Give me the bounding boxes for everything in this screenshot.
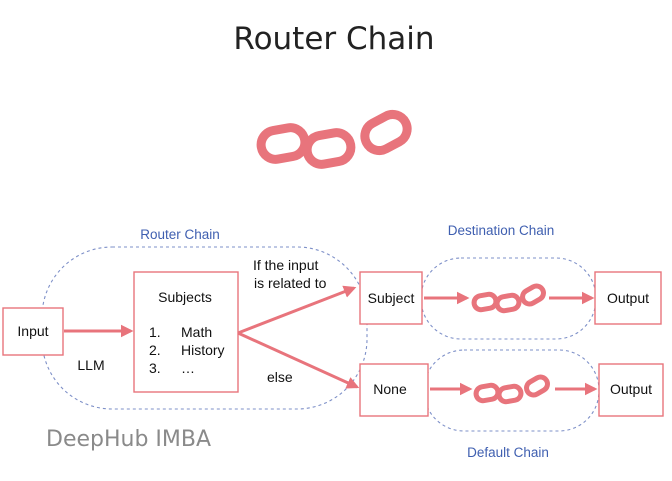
default-chain-label: Default Chain: [467, 445, 549, 460]
subjects-to-none-arrow: [237, 331, 360, 389]
condition-if-line2: is related to: [254, 275, 327, 291]
router-chain-label: Router Chain: [140, 227, 220, 242]
condition-else: else: [267, 369, 293, 385]
subject-item-text: …: [181, 360, 195, 376]
subject-box: [359, 271, 423, 325]
subject-label: Subject: [368, 290, 415, 306]
subjects-to-subject-arrow: [237, 285, 357, 335]
destination-output-label: Output: [607, 290, 649, 306]
none-label: None: [373, 381, 407, 397]
subject-item-number: 2.: [149, 342, 161, 358]
condition-if-line1: If the input: [253, 257, 318, 273]
subjects-box: [133, 271, 239, 393]
chain-link-icon: [256, 109, 412, 169]
none-box: [359, 363, 429, 417]
page-title: Router Chain: [233, 21, 434, 57]
default-output-box: [598, 363, 664, 417]
subject-item-number: 1.: [149, 324, 161, 340]
destination-chain-label: Destination Chain: [448, 223, 555, 238]
llm-label: LLM: [77, 357, 104, 373]
default-output-label: Output: [610, 381, 652, 397]
destination-output-box: [594, 271, 662, 325]
subject-item-text: History: [181, 342, 225, 358]
subject-item-number: 3.: [149, 360, 161, 376]
destination-chain-icon: [471, 283, 546, 314]
default-chain-icon: [473, 374, 550, 405]
input-box: [2, 307, 64, 356]
subjects-heading: Subjects: [158, 289, 212, 305]
subject-item-text: Math: [181, 324, 212, 340]
watermark: DeepHub IMBA: [46, 427, 211, 452]
input-label: Input: [17, 323, 48, 339]
